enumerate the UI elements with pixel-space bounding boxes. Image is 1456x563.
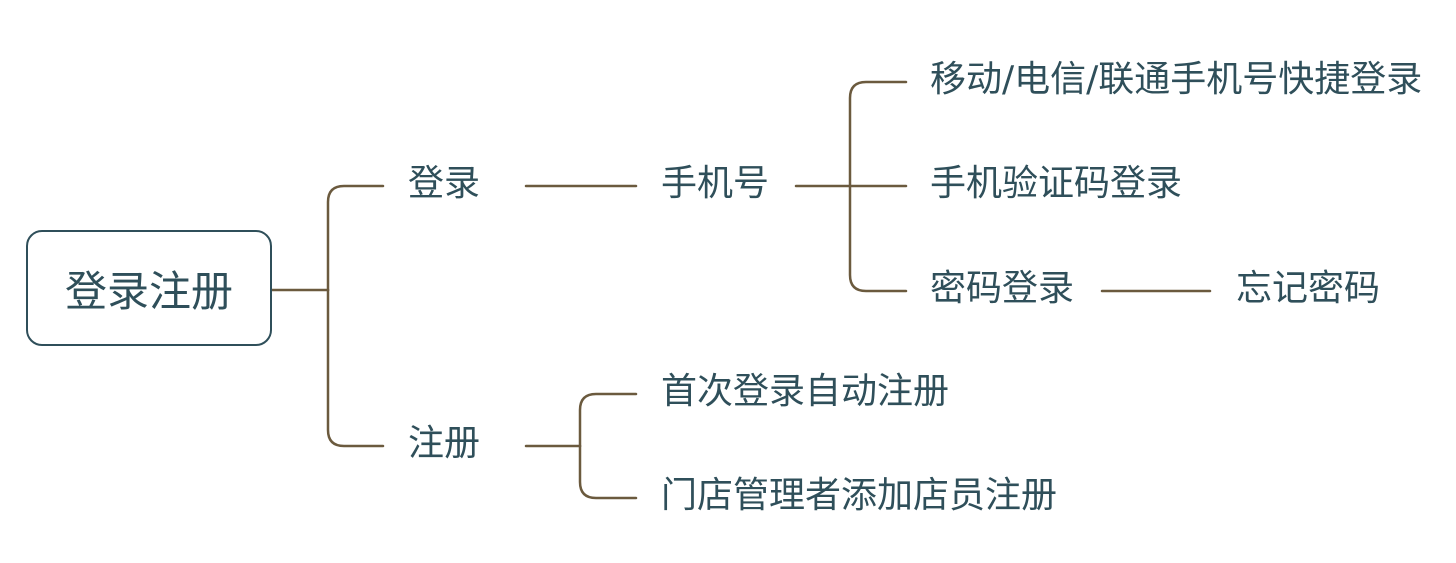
connector-root-register — [326, 288, 385, 448]
node-first-login-auto-register: 首次登录自动注册 — [661, 371, 950, 412]
connector-register-staff — [578, 444, 638, 500]
node-forgot-password: 忘记密码 — [1236, 268, 1381, 309]
node-staff-add-register: 门店管理者添加店员注册 — [661, 475, 1058, 516]
node-quick-login: 移动/电信/联通手机号快捷登录 — [930, 59, 1423, 100]
node-password-login: 密码登录 — [930, 268, 1075, 309]
node-sms-login: 手机验证码登录 — [930, 163, 1183, 204]
root-node: 登录注册 — [26, 230, 272, 346]
root-label: 登录注册 — [64, 266, 233, 316]
connector-phone-password — [848, 184, 908, 293]
connector-root-login — [326, 184, 385, 292]
node-register: 注册 — [408, 423, 481, 464]
connector-register-first — [578, 392, 638, 448]
node-phone: 手机号 — [661, 163, 770, 204]
connector-phone-quick — [848, 80, 908, 188]
node-login: 登录 — [408, 163, 481, 204]
